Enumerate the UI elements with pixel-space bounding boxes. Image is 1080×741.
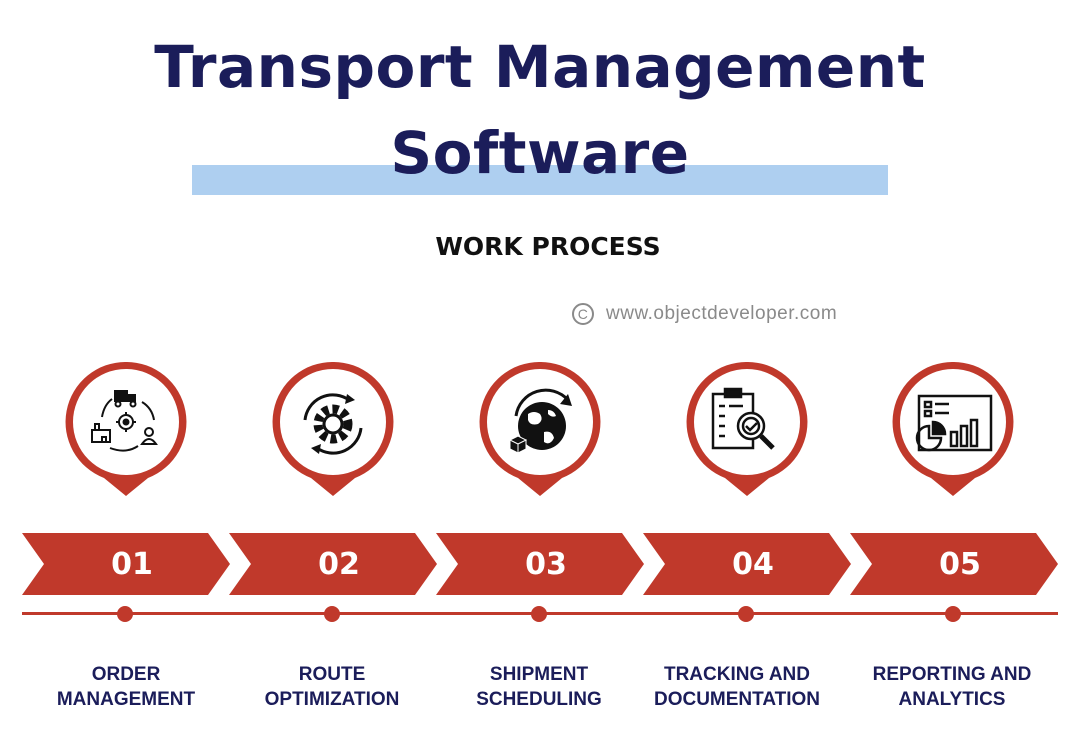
timeline-dot-4 [738, 606, 754, 622]
title-highlight-bar [192, 165, 888, 195]
step-2-label-line-2: OPTIMIZATION [264, 689, 400, 710]
timeline-dot-2 [324, 606, 340, 622]
step-5-number: 05 [939, 546, 981, 582]
step-4-label-line-2: DOCUMENTATION [653, 689, 821, 710]
timeline-dot-3 [531, 606, 547, 622]
step-4-label-line-1: TRACKING AND [663, 664, 810, 685]
order-cycle-icon [91, 390, 158, 452]
section-subtitle: WORK PROCESS [435, 232, 661, 261]
step-1-chevron [22, 533, 230, 595]
timeline-dot-1 [117, 606, 133, 622]
step-5-label-line-1: REPORTING AND [872, 664, 1032, 685]
step-3-label-line-1: SHIPMENT [489, 664, 589, 685]
step-2-label-line-1: ROUTE [298, 664, 366, 685]
step-3-pin [479, 362, 601, 496]
step-5-chevron [850, 533, 1058, 595]
step-4-label: TRACKING AND DOCUMENTATION [627, 662, 847, 712]
step-3-label-line-2: SCHEDULING [476, 689, 602, 710]
report-chart-icon [915, 394, 993, 452]
step-2-number: 02 [318, 546, 360, 582]
copyright-icon: C [572, 303, 594, 325]
step-5-label-line-2: ANALYTICS [898, 689, 1006, 710]
step-2-number-box: 02 [229, 533, 445, 595]
step-2-label: ROUTE OPTIMIZATION [222, 662, 442, 712]
step-2-pin [272, 362, 394, 496]
page-title-line-1: Transport Management [154, 33, 926, 101]
step-5-pin [892, 362, 1014, 496]
gear-refresh-icon [303, 393, 363, 455]
globe-shipping-icon [508, 388, 572, 454]
step-5-number-box: 05 [850, 533, 1066, 595]
clipboard-search-icon [711, 387, 775, 450]
step-1-label-line-1: ORDER [91, 664, 161, 685]
step-4-chevron [643, 533, 851, 595]
step-4-number: 04 [732, 546, 774, 582]
step-1-pin [65, 362, 187, 496]
step-3-label: SHIPMENT SCHEDULING [429, 662, 649, 712]
copyright-notice: C www.objectdeveloper.com [572, 301, 837, 327]
step-1-label-line-2: MANAGEMENT [56, 689, 196, 710]
step-1-number-box: 01 [22, 533, 238, 595]
page-title-line-2: Software [390, 119, 690, 187]
step-1-label: ORDER MANAGEMENT [16, 662, 236, 712]
step-2-chevron [229, 533, 437, 595]
step-5-label: REPORTING AND ANALYTICS [842, 662, 1062, 712]
step-3-chevron [436, 533, 644, 595]
step-4-pin [686, 362, 808, 496]
step-1-number: 01 [111, 546, 153, 582]
step-3-number-box: 03 [436, 533, 652, 595]
copyright-url: www.objectdeveloper.com [606, 303, 838, 324]
step-4-number-box: 04 [643, 533, 859, 595]
timeline-dot-5 [945, 606, 961, 622]
step-3-number: 03 [525, 546, 567, 582]
